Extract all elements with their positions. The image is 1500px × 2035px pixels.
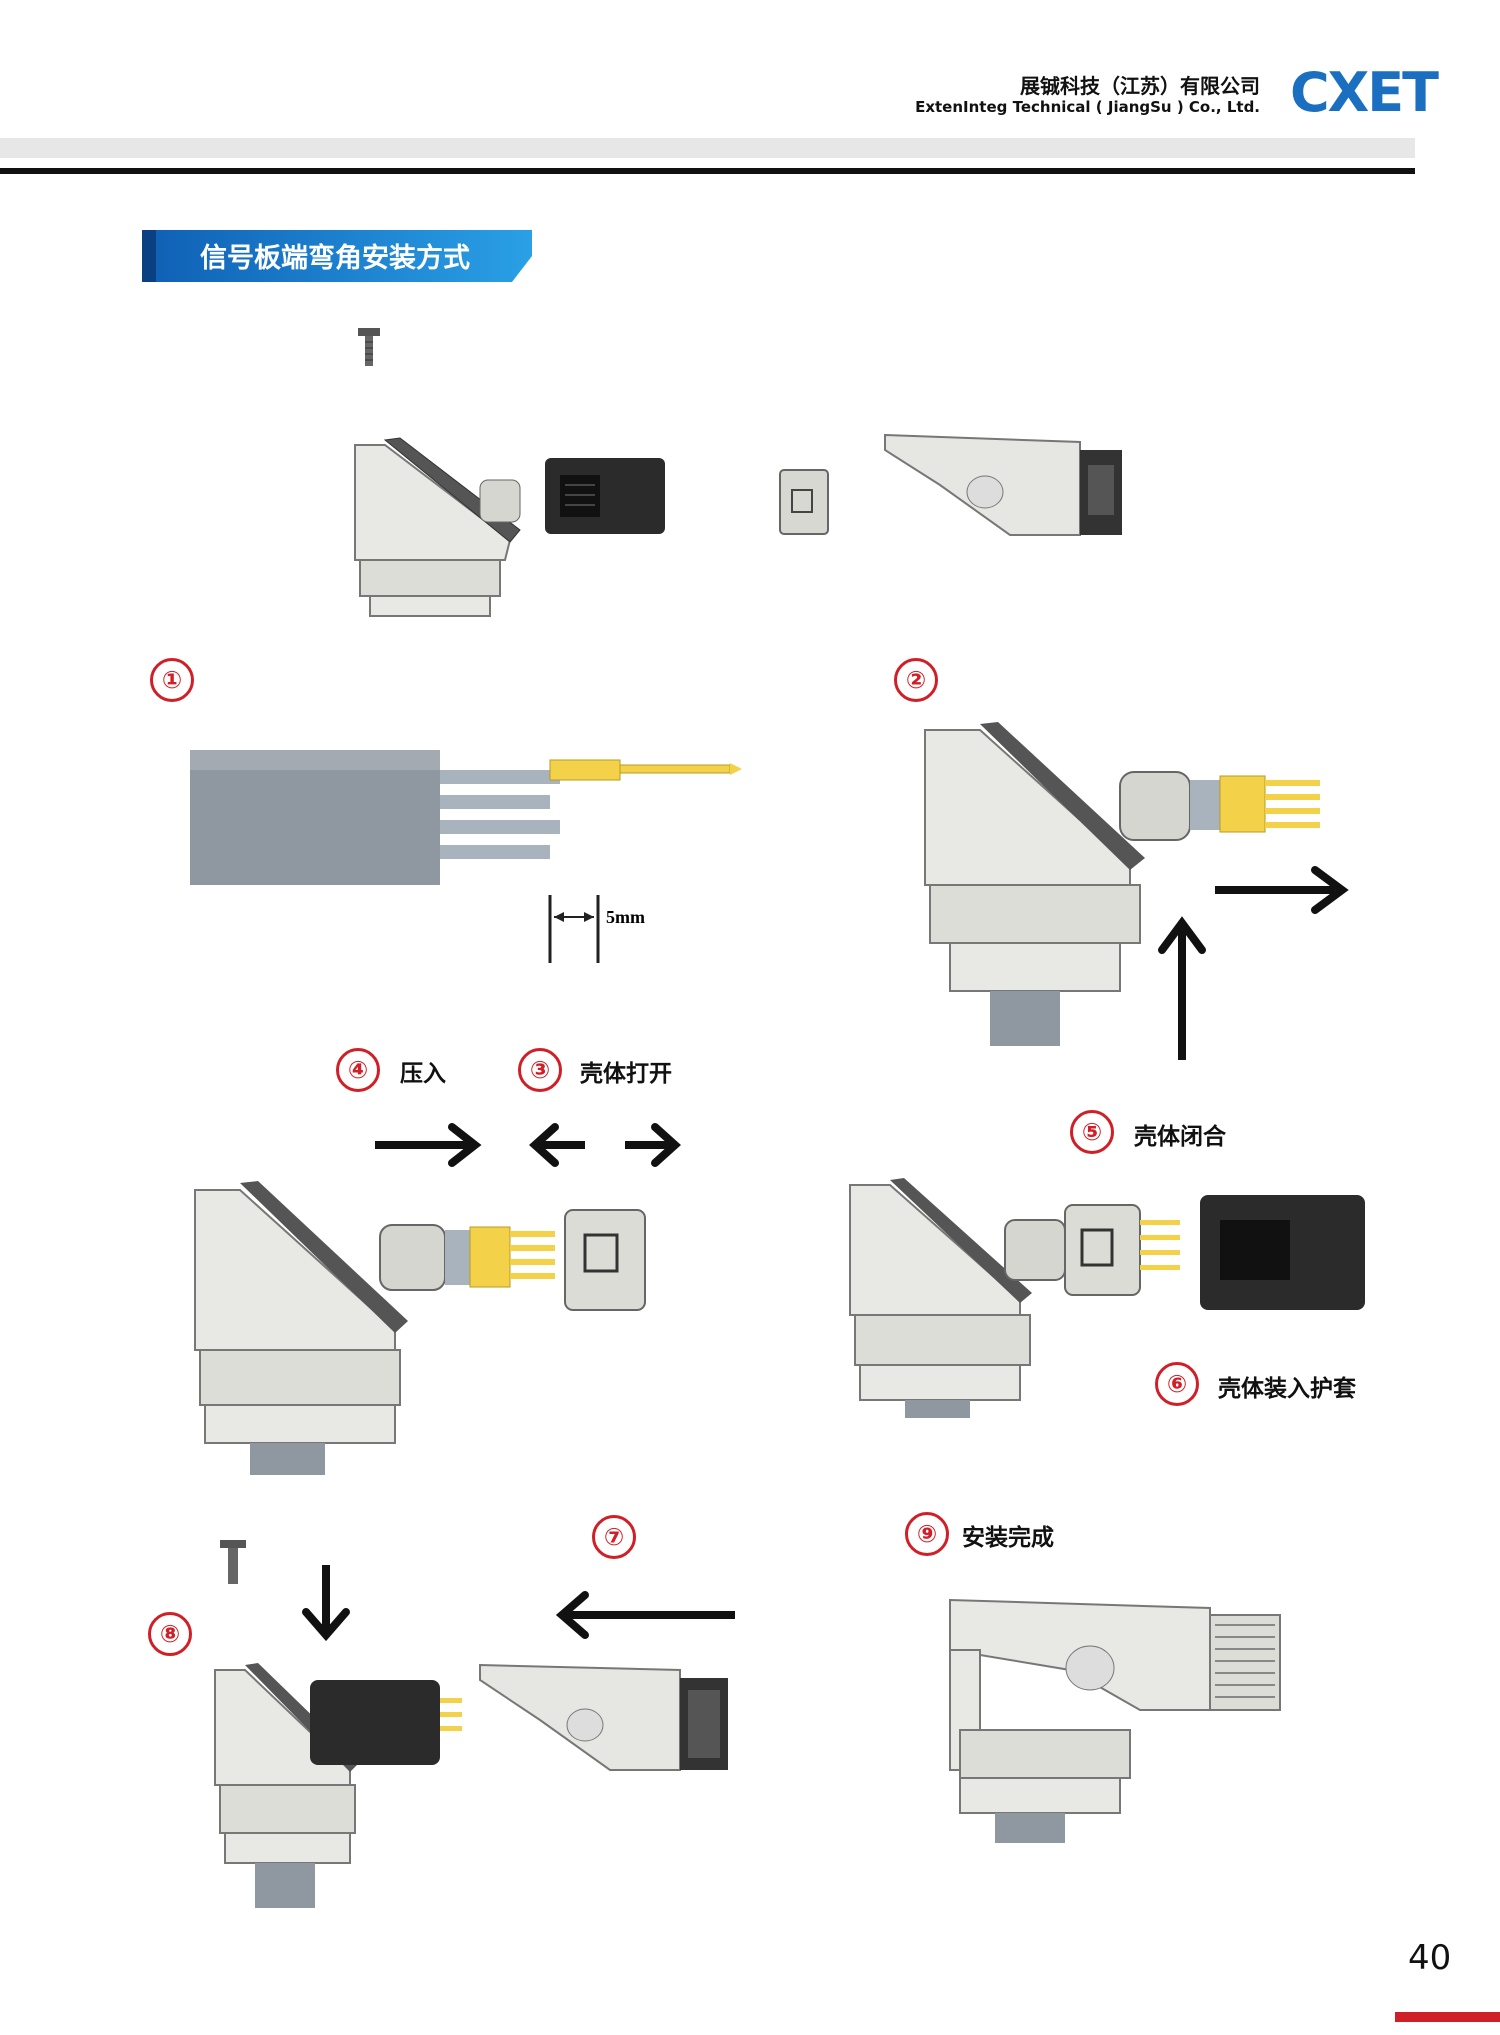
- crimp-pin: [549, 759, 742, 781]
- angle-housing-part: [354, 437, 521, 617]
- press-in-arrow-icon: [375, 1123, 482, 1167]
- step-9-completed-figure: [949, 1598, 1281, 1843]
- step-4-label: 压入: [400, 1061, 446, 1087]
- screw-part: [358, 328, 380, 366]
- step-5-number: ⑤: [1070, 1110, 1114, 1154]
- black-sleeve-part: [545, 458, 665, 534]
- arrow-right-icon: [1215, 866, 1349, 914]
- step-2-number: ②: [894, 658, 938, 702]
- company-name-cn: 展铖科技（江苏）有限公司: [1020, 74, 1260, 98]
- cover-part-step-7: [479, 1663, 728, 1771]
- step-1-cable-figure: 5mm: [190, 750, 742, 963]
- dimension-label: 5mm: [606, 907, 645, 927]
- step-1-number: ①: [150, 658, 194, 702]
- step-7-8-figure: [214, 1540, 735, 1908]
- step-9-number: ⑨: [905, 1512, 949, 1556]
- section-banner: [142, 230, 532, 282]
- section-title: 信号板端弯角安装方式: [200, 243, 470, 274]
- closed-housing: [1064, 1204, 1141, 1296]
- page-number: 40: [1408, 1938, 1452, 1978]
- step-5-6-figure: [849, 1178, 1365, 1418]
- arrow-down-icon: [302, 1565, 350, 1642]
- insert-part: [779, 469, 829, 535]
- arrow-left-icon: [555, 1591, 735, 1639]
- header-rule: [0, 168, 1415, 174]
- step-6-label: 壳体装入护套: [1218, 1376, 1356, 1402]
- company-logo: CXET: [1290, 61, 1439, 124]
- screw-icon: [220, 1540, 246, 1584]
- arrow-up-icon: [1158, 916, 1206, 1060]
- crimped-pins: [1219, 775, 1320, 833]
- insert-housing: [564, 1209, 646, 1311]
- protective-sleeve: [1200, 1195, 1365, 1310]
- step-8-number: ⑧: [148, 1612, 192, 1656]
- step-3-label: 壳体打开: [580, 1061, 672, 1087]
- parts-overview-figure: [354, 328, 1122, 617]
- cover-part: [884, 433, 1122, 536]
- company-name-en: ExtenInteg Technical ( JiangSu ) Co., Lt…: [915, 98, 1260, 116]
- wire-bundle: [440, 770, 560, 859]
- header-band: [0, 138, 1415, 158]
- open-housing-arrows-icon: [529, 1123, 681, 1167]
- page-number-bar: [1395, 2012, 1500, 2022]
- step-4-number: ④: [336, 1048, 380, 1092]
- step-5-label: 壳体闭合: [1134, 1124, 1226, 1150]
- step-7-number: ⑦: [592, 1515, 636, 1559]
- step-9-label: 安装完成: [962, 1525, 1054, 1551]
- step-3-number: ③: [518, 1048, 562, 1092]
- step-3-4-figure: [194, 1123, 681, 1475]
- step-2-assembly-figure: [924, 722, 1349, 1060]
- step-6-number: ⑥: [1155, 1362, 1199, 1406]
